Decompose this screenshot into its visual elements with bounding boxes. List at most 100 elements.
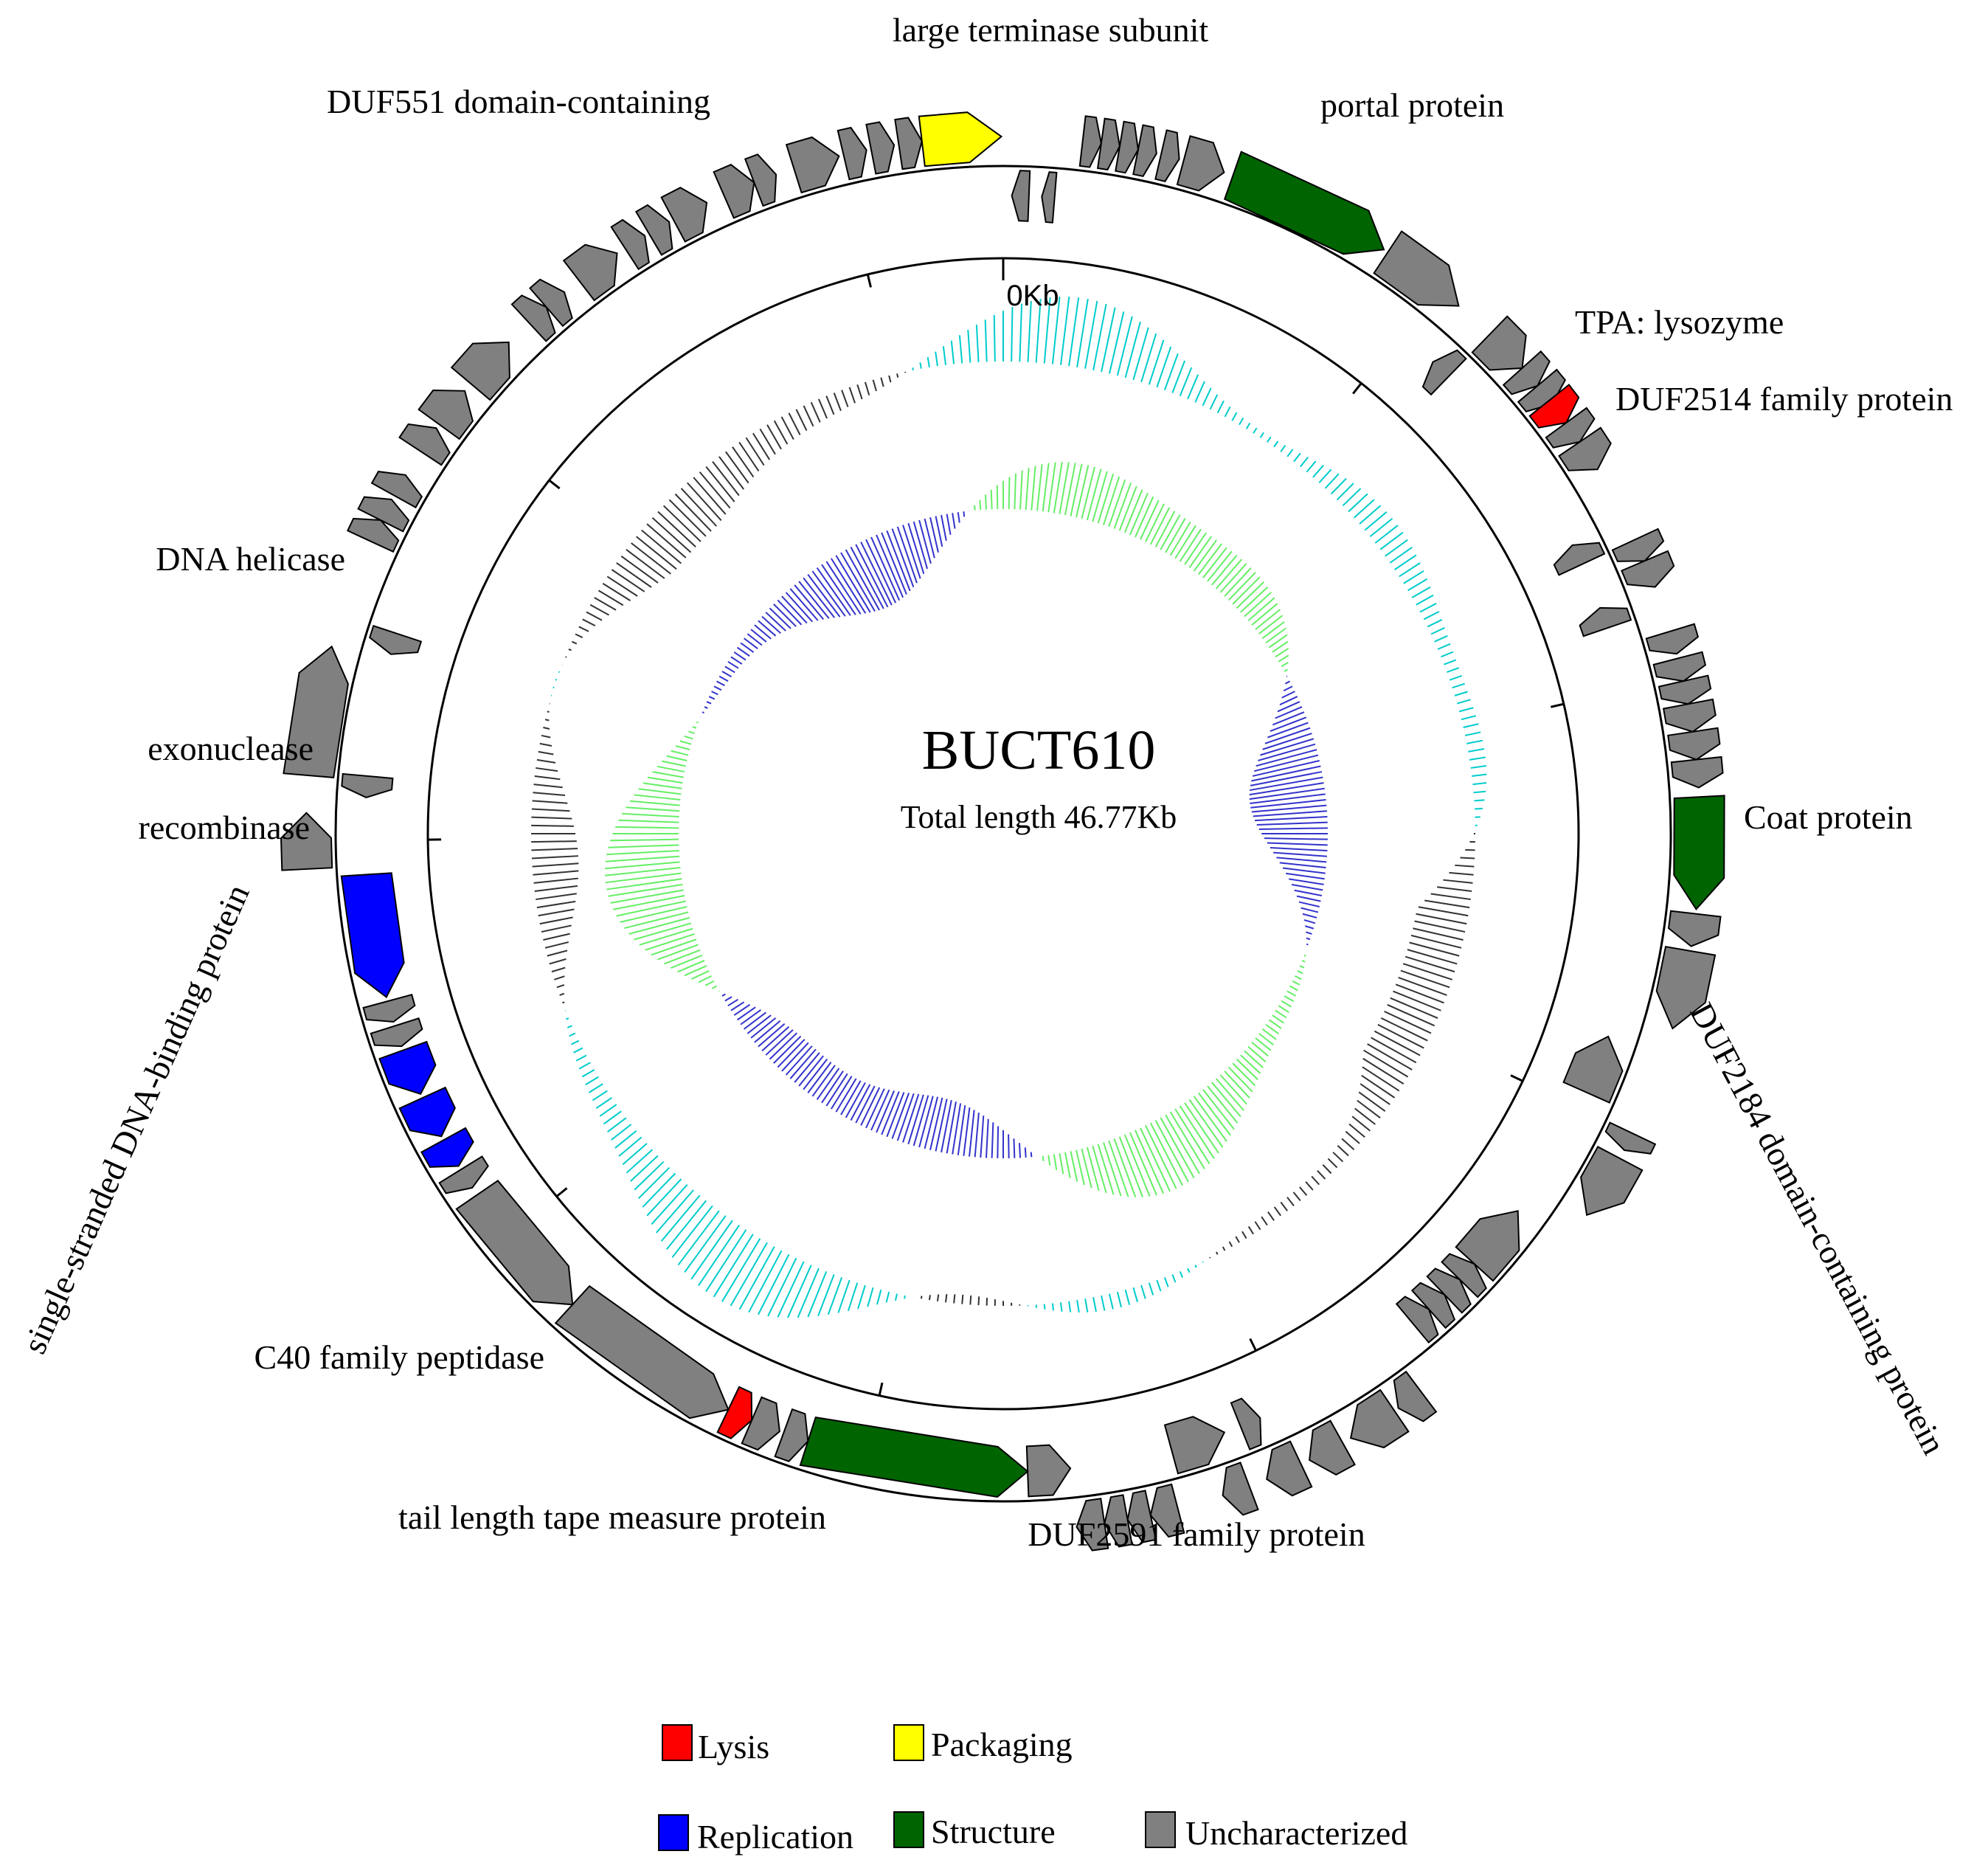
gc-content-line	[1209, 1256, 1211, 1259]
gc-skew-line	[718, 675, 729, 682]
gc-skew-line	[1008, 477, 1011, 510]
gc-content-line	[977, 1296, 980, 1306]
gc-content-line	[554, 975, 565, 981]
gene-arrow-uncharacterized	[1426, 1267, 1472, 1314]
gc-content-line	[1084, 300, 1098, 369]
gc-skew-line	[733, 651, 747, 661]
gc-content-line	[927, 356, 930, 368]
gc-skew-line	[1296, 895, 1321, 902]
gc-content-line	[1390, 997, 1438, 1019]
gene-arrow-uncharacterized	[1670, 755, 1724, 789]
gc-content-line	[1362, 1066, 1400, 1092]
gc-skew-line	[647, 776, 683, 784]
gene-arrow-uncharacterized	[1611, 528, 1665, 562]
scale-tick	[555, 1187, 568, 1197]
gc-content-line	[532, 862, 579, 868]
gc-skew-line	[696, 721, 699, 724]
gc-content-line	[614, 1130, 637, 1149]
gc-skew-line	[1215, 558, 1243, 589]
gc-content-line	[1011, 307, 1014, 362]
gene-arrow-uncharacterized	[510, 294, 556, 342]
gc-skew-line	[974, 505, 976, 511]
gc-content-line	[1430, 626, 1445, 635]
gc-content-line	[1362, 1057, 1405, 1085]
gc-content-line	[581, 1069, 595, 1078]
gc-skew-line	[1179, 1105, 1215, 1159]
gc-skew-line	[941, 1099, 952, 1153]
gc-content-line	[777, 1261, 805, 1318]
gene-arrow-uncharacterized	[1652, 651, 1707, 682]
gc-skew-line	[761, 1026, 790, 1052]
gc-skew-line	[798, 581, 830, 619]
gene-arrow-lysis	[1528, 384, 1580, 429]
gc-content-line	[1469, 756, 1486, 761]
gc-skew-line	[1272, 1014, 1285, 1024]
gc-skew-line	[1219, 563, 1247, 593]
gene-arrow-uncharacterized	[1041, 171, 1058, 224]
gc-skew-line	[1284, 995, 1295, 1003]
gc-skew-line	[1253, 754, 1319, 772]
gc-skew-line	[740, 1009, 761, 1026]
gene-arrow-uncharacterized	[894, 117, 923, 170]
gc-content-line	[1076, 298, 1089, 368]
gc-content-line	[1222, 1246, 1226, 1251]
gc-content-line	[1387, 1003, 1435, 1027]
gc-content-line	[953, 1294, 956, 1304]
gc-skew-line	[1297, 970, 1303, 975]
gc-skew-line	[692, 726, 697, 729]
gc-skew-line	[907, 1094, 924, 1145]
gc-skew-line	[918, 1096, 934, 1148]
gc-content-line	[575, 633, 583, 638]
gene-arrow-structure	[1223, 151, 1385, 255]
gc-content-line	[536, 893, 577, 901]
gc-skew-line	[1264, 727, 1311, 744]
gene-arrow-uncharacterized	[610, 218, 650, 271]
gene-arrows	[280, 111, 1725, 1552]
gc-content-line	[1371, 1037, 1417, 1064]
gene-arrow-uncharacterized	[1645, 623, 1700, 655]
gc-content-line	[1060, 296, 1070, 365]
gc-content-line	[1345, 1130, 1360, 1144]
gene-arrow-uncharacterized	[1266, 1440, 1313, 1497]
gc-skew-line	[1030, 1152, 1033, 1158]
gc-content-line	[1224, 406, 1231, 418]
gc-content-line	[759, 428, 776, 455]
gc-content-line	[1332, 1152, 1344, 1163]
gc-skew-line	[1255, 609, 1281, 630]
gc-skew-line	[730, 656, 743, 665]
legend-label-structure: Structure	[931, 1813, 1056, 1850]
gene-arrow-replication	[398, 1086, 456, 1138]
gc-skew-line	[688, 730, 695, 734]
gc-content-line	[622, 1143, 648, 1166]
gc-content-line	[748, 1250, 783, 1313]
gc-content-line	[1416, 913, 1467, 925]
gc-skew-line	[946, 513, 952, 535]
gc-skew-line	[1024, 1147, 1027, 1158]
scale-tick	[866, 274, 872, 288]
gc-content-line	[1379, 531, 1404, 550]
gc-content-line	[1140, 1284, 1146, 1299]
gc-content-line	[573, 1047, 583, 1054]
gc-content-line	[1360, 1083, 1390, 1105]
gc-skew-line	[1219, 1074, 1247, 1105]
scale-tick	[1249, 1338, 1257, 1352]
gene-arrow-uncharacterized	[1562, 1035, 1624, 1104]
gc-content-line	[606, 1117, 627, 1133]
gc-skew-line	[1236, 581, 1265, 609]
gc-skew-line	[629, 800, 680, 806]
gc-skew-line	[1118, 485, 1137, 531]
label-duf551: DUF551 domain-containing	[327, 83, 710, 120]
gc-skew-line	[941, 514, 947, 542]
gc-content-line	[699, 471, 731, 509]
gc-content-line	[1461, 715, 1477, 721]
gc-skew-line	[811, 570, 846, 617]
gc-skew-line	[1086, 468, 1102, 521]
gc-content-line	[569, 1032, 576, 1037]
gc-skew-line	[671, 954, 703, 969]
gc-content-line	[738, 1246, 775, 1310]
gc-skew-line	[881, 532, 907, 595]
gc-content-line	[570, 1040, 580, 1045]
gc-skew-line	[946, 1101, 957, 1154]
gc-content-line	[668, 499, 707, 537]
gc-content-line	[1458, 707, 1474, 713]
